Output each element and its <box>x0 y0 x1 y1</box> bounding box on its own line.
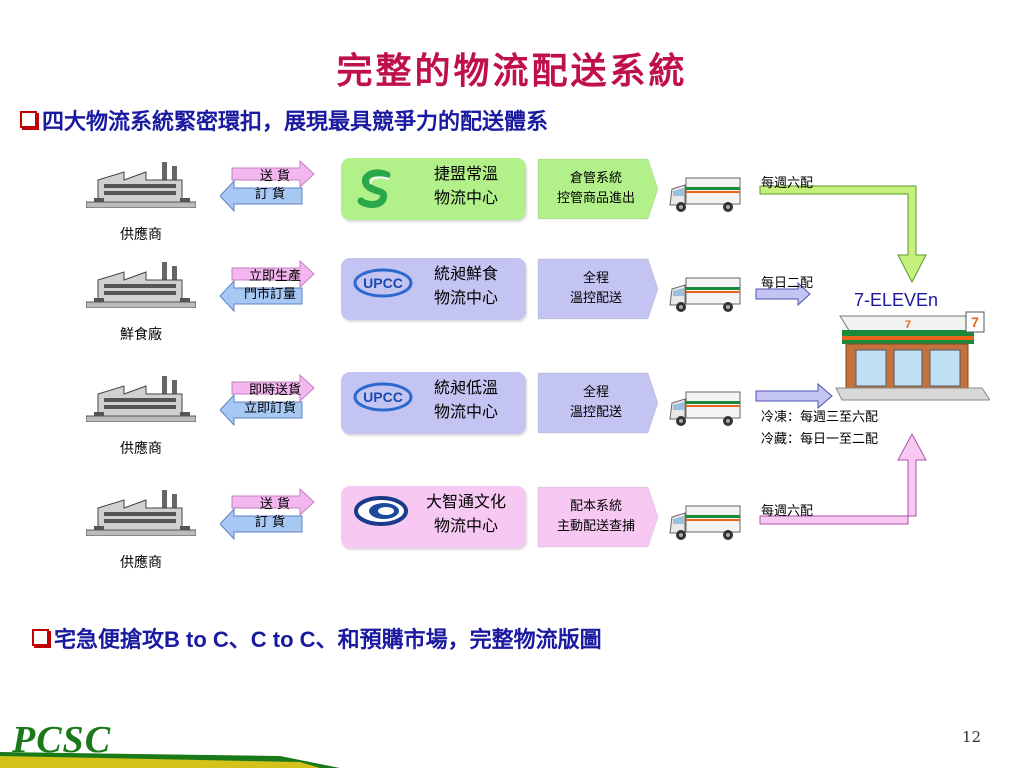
svg-text:7: 7 <box>971 314 979 330</box>
delivery-truck-icon <box>668 503 742 543</box>
order-delivery-arrow-icon <box>219 373 315 427</box>
arrow-label-bottom: 門市訂量 <box>243 287 296 302</box>
system-feature-line1: 配本系統 <box>569 499 622 514</box>
arrow-label-top: 即時送貨 <box>248 383 301 398</box>
top-connector-arrow <box>759 185 927 284</box>
store-icon: 7 7 <box>835 311 990 401</box>
order-delivery-arrow-icon <box>219 159 315 213</box>
arrow-label-top: 送 貨 <box>259 169 291 184</box>
flow-row-1: 供應商 送 貨訂 貨 捷盟常溫物流中心 倉管系統控管商品進出 每週六配 <box>0 158 1024 274</box>
system-feature-line1: 倉管系統 <box>569 171 622 186</box>
delivery-truck-icon <box>668 389 742 429</box>
arrow-label-bottom: 訂 貨 <box>254 187 286 202</box>
order-delivery-arrow-icon <box>219 487 315 541</box>
system-feature-line2: 主動配送查捕 <box>556 519 635 534</box>
source-label: 供應商 <box>120 555 162 571</box>
row3-truck-arrow <box>755 382 833 410</box>
center-name-line1: 大智通文化 <box>425 492 506 511</box>
arrow-label-bottom: 立即訂貨 <box>243 401 296 416</box>
center-name-line2: 物流中心 <box>433 516 498 535</box>
s-logo-icon <box>353 167 397 215</box>
system-feature-line2: 溫控配送 <box>569 405 622 420</box>
row2-truck-arrow <box>755 281 811 307</box>
upcc-logo-icon: UPCC <box>353 267 413 303</box>
system-feature-box <box>536 372 660 434</box>
logistics-center-box: 捷盟常溫物流中心 <box>341 158 526 220</box>
logistics-center-box: UPCC 統昶低溫物流中心 <box>341 372 526 434</box>
bullet-text: 四大物流系統緊密環扣，展現最具競爭力的配送體系 <box>42 109 549 135</box>
center-name-line1: 捷盟常溫 <box>433 164 498 183</box>
flow-row-2: 鮮食廠 立即生產門市訂量 UPCC 統昶鮮食物流中心 全程溫控配送 每日二配 <box>0 258 1024 374</box>
bullet-point-1: 四大物流系統緊密環扣，展現最具競爭力的配送體系 <box>20 104 548 136</box>
factory-icon <box>85 490 197 537</box>
flow-row-4: 供應商 送 貨訂 貨 大智通文化物流中心 配本系統主動配送查捕 每週六配 <box>0 486 1024 602</box>
system-feature-box <box>536 486 660 548</box>
svg-text:UPCC: UPCC <box>363 389 403 405</box>
bullet-box-icon <box>32 629 49 646</box>
system-feature-line2: 溫控配送 <box>569 291 622 306</box>
bullet-point-2: 宅急便搶攻B to C、C to C、和預購市場，完整物流版圖 <box>32 622 602 654</box>
svg-text:7: 7 <box>905 319 911 331</box>
logistics-center-box: UPCC 統昶鮮食物流中心 <box>341 258 526 320</box>
logistics-center-box: 大智通文化物流中心 <box>341 486 526 548</box>
center-name-line2: 物流中心 <box>433 288 498 307</box>
source-label: 供應商 <box>120 441 162 457</box>
source-label: 鮮食廠 <box>120 327 162 343</box>
arrow-label-top: 立即生產 <box>248 269 301 284</box>
page-title: 完整的物流配送系統 <box>336 50 688 92</box>
center-name-line2: 物流中心 <box>433 402 498 421</box>
delivery-frequency-chilled: 冷藏：每日一至二配 <box>761 432 879 447</box>
factory-icon <box>85 262 197 309</box>
delivery-frequency: 每日二配 <box>761 276 814 291</box>
order-delivery-arrow-icon <box>219 259 315 313</box>
factory-icon <box>85 376 197 423</box>
system-feature-box <box>536 258 660 320</box>
delivery-truck-icon <box>668 275 742 315</box>
arrow-label-bottom: 訂 貨 <box>254 515 286 530</box>
footer-stripe <box>0 752 340 768</box>
center-name-line1: 統昶鮮食 <box>433 264 498 283</box>
page-number: 12 <box>962 728 982 746</box>
center-name-line2: 物流中心 <box>433 188 498 207</box>
system-feature-line1: 全程 <box>582 271 609 286</box>
system-feature-box <box>536 158 660 220</box>
delivery-frequency: 每週六配 <box>761 176 814 191</box>
delivery-truck-icon <box>668 175 742 215</box>
system-feature-line1: 全程 <box>582 385 609 400</box>
factory-icon <box>85 162 197 209</box>
arrow-label-top: 送 貨 <box>259 497 291 512</box>
ring-logo-icon <box>353 495 409 531</box>
bullet-box-icon <box>20 111 37 128</box>
delivery-frequency: 每週六配 <box>761 504 814 519</box>
svg-text:UPCC: UPCC <box>363 275 403 291</box>
flow-row-3: 供應商 即時送貨立即訂貨 UPCC 統昶低溫物流中心 全程溫控配送 冷凍：每週三… <box>0 372 1024 488</box>
delivery-frequency-frozen: 冷凍：每週三至六配 <box>761 410 879 425</box>
upcc-logo-icon: UPCC <box>353 381 413 417</box>
system-feature-line2: 控管商品進出 <box>556 191 635 206</box>
center-name-line1: 統昶低溫 <box>433 378 498 397</box>
source-label: 供應商 <box>120 227 162 243</box>
store-label: 7-ELEVEn <box>854 290 939 308</box>
bottom-connector-arrow <box>759 432 927 525</box>
